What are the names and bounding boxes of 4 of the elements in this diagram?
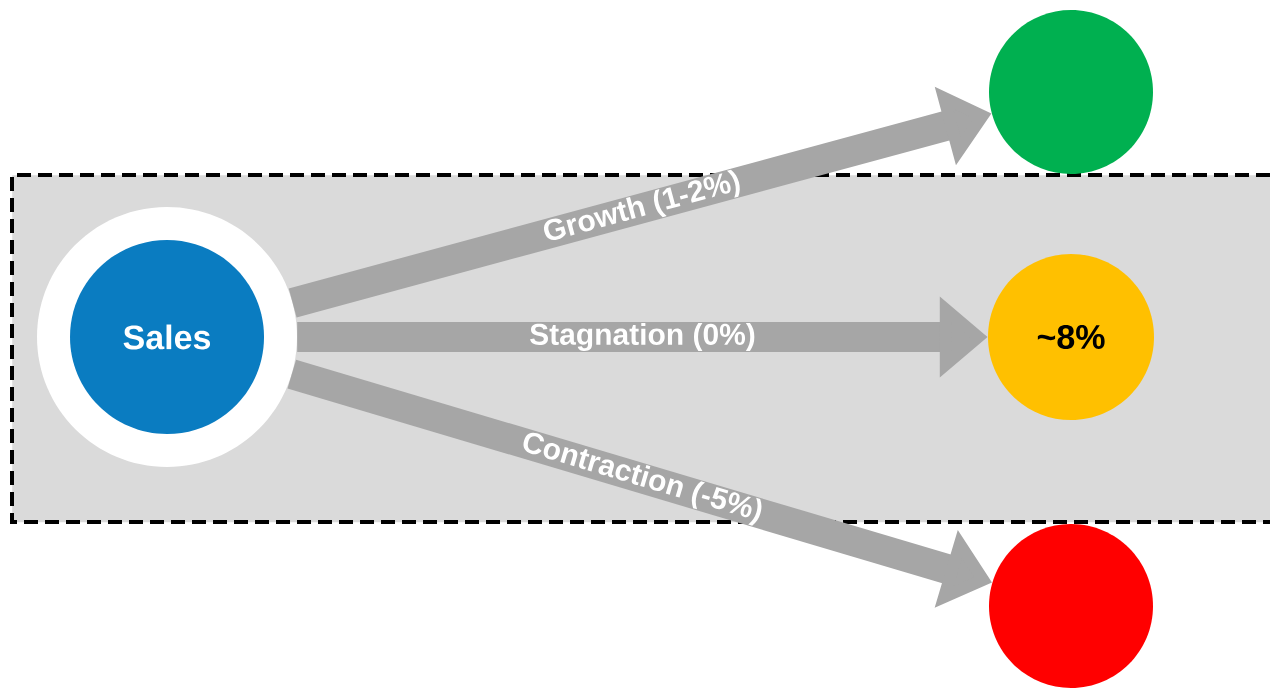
outcome-circle bbox=[989, 524, 1153, 688]
edge-label: Stagnation (0%) bbox=[530, 322, 755, 352]
outcome-circle bbox=[989, 10, 1153, 174]
edge-label: Growth (1-2%) bbox=[544, 169, 740, 241]
